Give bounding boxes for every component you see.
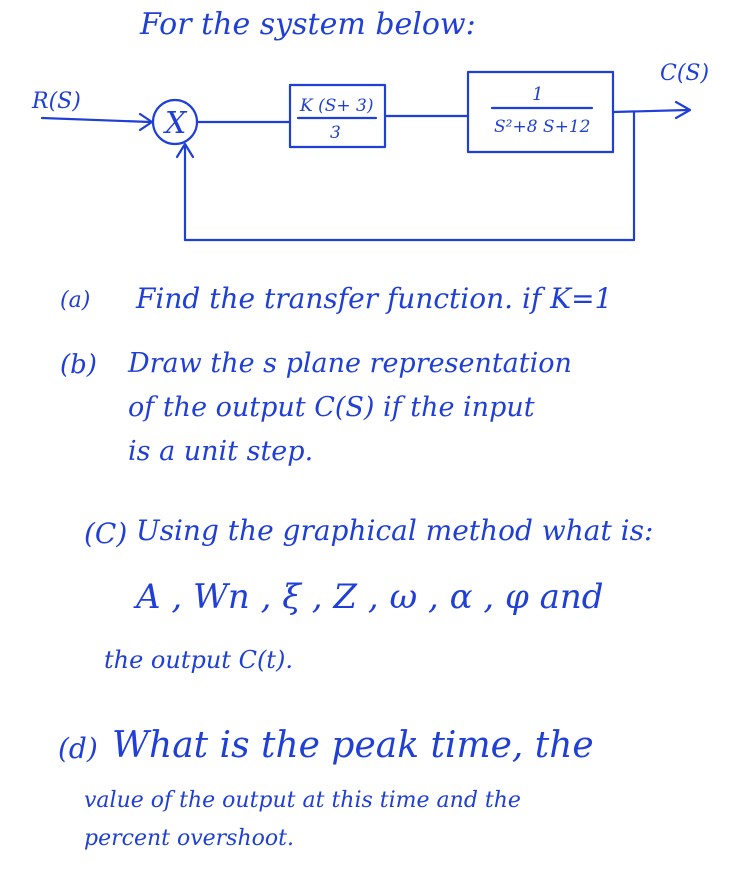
- output-label: C(S): [660, 61, 709, 86]
- block-2-numerator: 1: [532, 84, 543, 105]
- question-d-line2: value of the output at this time and the: [84, 788, 521, 813]
- question-a-text: Find the transfer function. if K=1: [136, 282, 613, 315]
- output-line: [611, 108, 690, 114]
- output-arrowhead: [674, 100, 692, 120]
- question-d-line3: percent overshoot.: [84, 826, 294, 851]
- question-b-marker: (b): [60, 350, 97, 380]
- feedback-arrowhead: [175, 142, 195, 159]
- question-a-marker: (a): [60, 288, 91, 313]
- block-diagram: R(S) X K (S+ 3) 3 1 S²+8 S+12 C(S): [31, 61, 709, 242]
- question-c-marker: (C): [84, 517, 128, 550]
- question-d-line1: What is the peak time, the: [112, 725, 594, 766]
- question-c-line2: A , Wn , ξ , Z , ω , α , φ and: [136, 577, 604, 617]
- question-b-line2: of the output C(S) if the input: [128, 392, 535, 423]
- input-label: R(S): [31, 89, 81, 114]
- question-b-line1: Draw the s plane representation: [128, 348, 572, 379]
- header-text: For the system below:: [140, 7, 476, 42]
- question-c-line3: the output C(t).: [104, 646, 293, 674]
- block-2-denominator: S²+8 S+12: [494, 117, 590, 137]
- summing-symbol: X: [163, 106, 188, 141]
- block-1-numerator: K (S+ 3): [299, 96, 373, 116]
- block-1-denominator: 3: [330, 123, 341, 143]
- question-d-marker: (d): [58, 732, 98, 765]
- input-line: [40, 116, 152, 124]
- question-b-line3: is a unit step.: [128, 436, 314, 467]
- question-c-line1: Using the graphical method what is:: [136, 514, 654, 547]
